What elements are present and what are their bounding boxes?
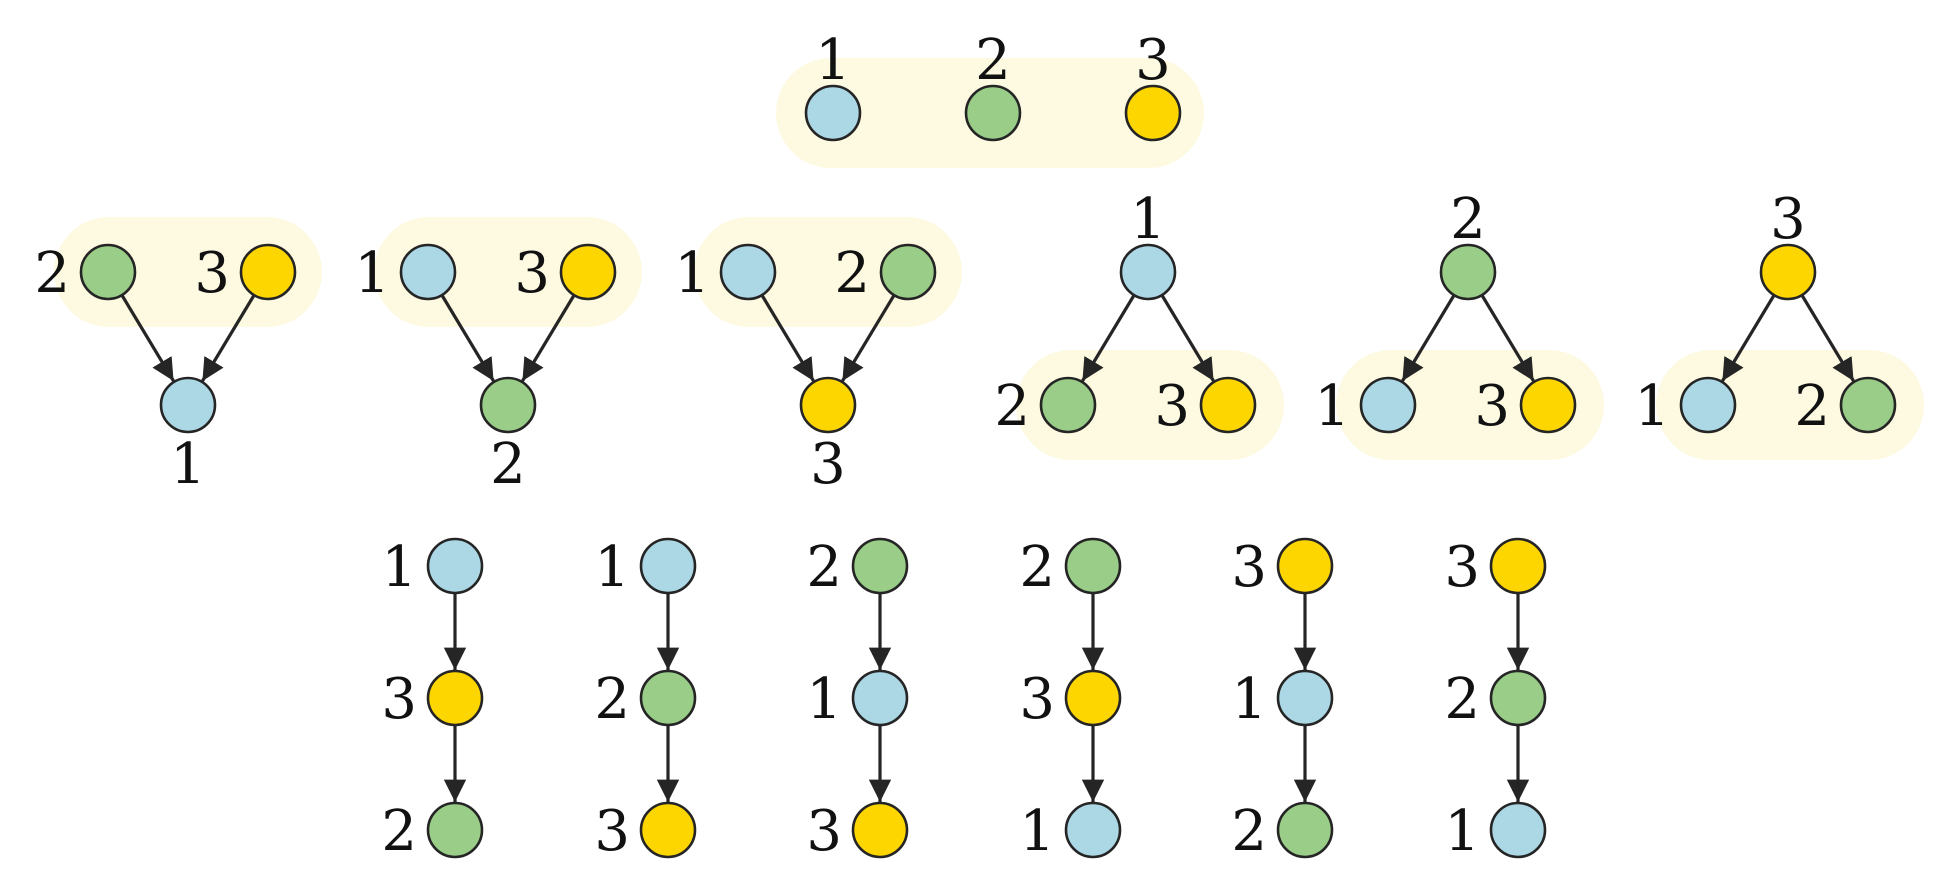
- node-label: 3: [1474, 374, 1510, 439]
- grouping-bands: [54, 58, 1924, 460]
- node-label: 2: [806, 535, 842, 600]
- node-label: 1: [1130, 187, 1166, 252]
- edge-arrow: [1800, 294, 1855, 382]
- node-circle: [1519, 376, 1577, 434]
- edge-arrow: [760, 294, 815, 382]
- node-label: 2: [975, 28, 1011, 93]
- node-label: 1: [1314, 374, 1350, 439]
- node-circle: [1276, 669, 1334, 727]
- node-circle: [1064, 801, 1122, 859]
- edge-arrow: [1160, 294, 1215, 382]
- node-circle: [239, 243, 297, 301]
- node-circle: [639, 537, 697, 595]
- node-circle: [799, 376, 857, 434]
- node-label: 3: [806, 799, 842, 864]
- node-label: 1: [674, 241, 710, 306]
- node-circle: [804, 84, 862, 142]
- edge-arrow: [440, 294, 495, 382]
- node-circle: [426, 537, 484, 595]
- node-label: 3: [1444, 535, 1480, 600]
- edge-arrow: [841, 294, 896, 382]
- node-circle: [851, 801, 909, 859]
- node-label: 2: [994, 374, 1030, 439]
- node-label: 1: [1634, 374, 1670, 439]
- node-circle: [559, 243, 617, 301]
- node-label: 3: [810, 432, 846, 497]
- node-label: 3: [381, 667, 417, 732]
- node-label: 1: [354, 241, 390, 306]
- node-circle: [1064, 669, 1122, 727]
- node-label: 3: [514, 241, 550, 306]
- edges: [120, 294, 1855, 802]
- node-label: 2: [1231, 799, 1267, 864]
- node-label: 1: [1019, 799, 1055, 864]
- node-label: 1: [1231, 667, 1267, 732]
- node-label: 2: [594, 667, 630, 732]
- node-circle: [1119, 243, 1177, 301]
- edge-arrow: [1401, 294, 1456, 382]
- node-circle: [639, 801, 697, 859]
- node-circle: [639, 669, 697, 727]
- node-circle: [1199, 376, 1257, 434]
- node-label: 3: [1770, 187, 1806, 252]
- node-circle: [1124, 84, 1182, 142]
- node-label: 2: [34, 241, 70, 306]
- node-circle: [399, 243, 457, 301]
- node-label: 2: [381, 799, 417, 864]
- node-circle: [1489, 801, 1547, 859]
- node-circle: [851, 669, 909, 727]
- edge-arrow: [1480, 294, 1535, 382]
- node-labels: 1 2 3 2 3 1 1 3 2 1 2 3 1 2 3 2 1 3 3 1 2 1 3 2 1 2 3 2 1 3 2 3 1 3 1 2 3 2 1: [34, 28, 1830, 864]
- node-circle: [1359, 376, 1417, 434]
- node-circle: [426, 669, 484, 727]
- node-circle: [1064, 537, 1122, 595]
- node-label: 2: [1450, 187, 1486, 252]
- node-circle: [1276, 537, 1334, 595]
- node-circle: [879, 243, 937, 301]
- node-label: 2: [1019, 535, 1055, 600]
- node-circle: [1489, 537, 1547, 595]
- node-circle: [719, 243, 777, 301]
- node-label: 3: [1154, 374, 1190, 439]
- node-circle: [1679, 376, 1737, 434]
- node-label: 2: [1794, 374, 1830, 439]
- node-label: 1: [815, 28, 851, 93]
- node-label: 2: [1444, 667, 1480, 732]
- node-circle: [79, 243, 137, 301]
- node-label: 3: [1019, 667, 1055, 732]
- node-label: 1: [806, 667, 842, 732]
- node-label: 3: [1231, 535, 1267, 600]
- node-circle: [1276, 801, 1334, 859]
- node-label: 1: [1444, 799, 1480, 864]
- node-label: 1: [170, 432, 206, 497]
- edge-arrow: [1081, 294, 1136, 382]
- node-circle: [1439, 243, 1497, 301]
- grouping-band-2: [54, 217, 322, 327]
- node-label: 2: [834, 241, 870, 306]
- node-label: 1: [594, 535, 630, 600]
- node-circle: [1839, 376, 1897, 434]
- node-circle: [1039, 376, 1097, 434]
- node-label: 3: [194, 241, 230, 306]
- nodes: [79, 84, 1897, 859]
- node-label: 3: [1135, 28, 1171, 93]
- node-label: 1: [381, 535, 417, 600]
- node-label: 2: [490, 432, 526, 497]
- edge-arrow: [1721, 294, 1776, 382]
- node-circle: [479, 376, 537, 434]
- edge-arrow: [201, 294, 256, 382]
- node-circle: [1759, 243, 1817, 301]
- node-circle: [1489, 669, 1547, 727]
- edge-arrow: [120, 294, 175, 382]
- node-circle: [964, 84, 1022, 142]
- node-label: 3: [594, 799, 630, 864]
- edge-arrow: [521, 294, 576, 382]
- node-circle: [426, 801, 484, 859]
- node-circle: [851, 537, 909, 595]
- grouping-band-3: [374, 217, 642, 327]
- grouping-band-4: [694, 217, 962, 327]
- node-circle: [159, 376, 217, 434]
